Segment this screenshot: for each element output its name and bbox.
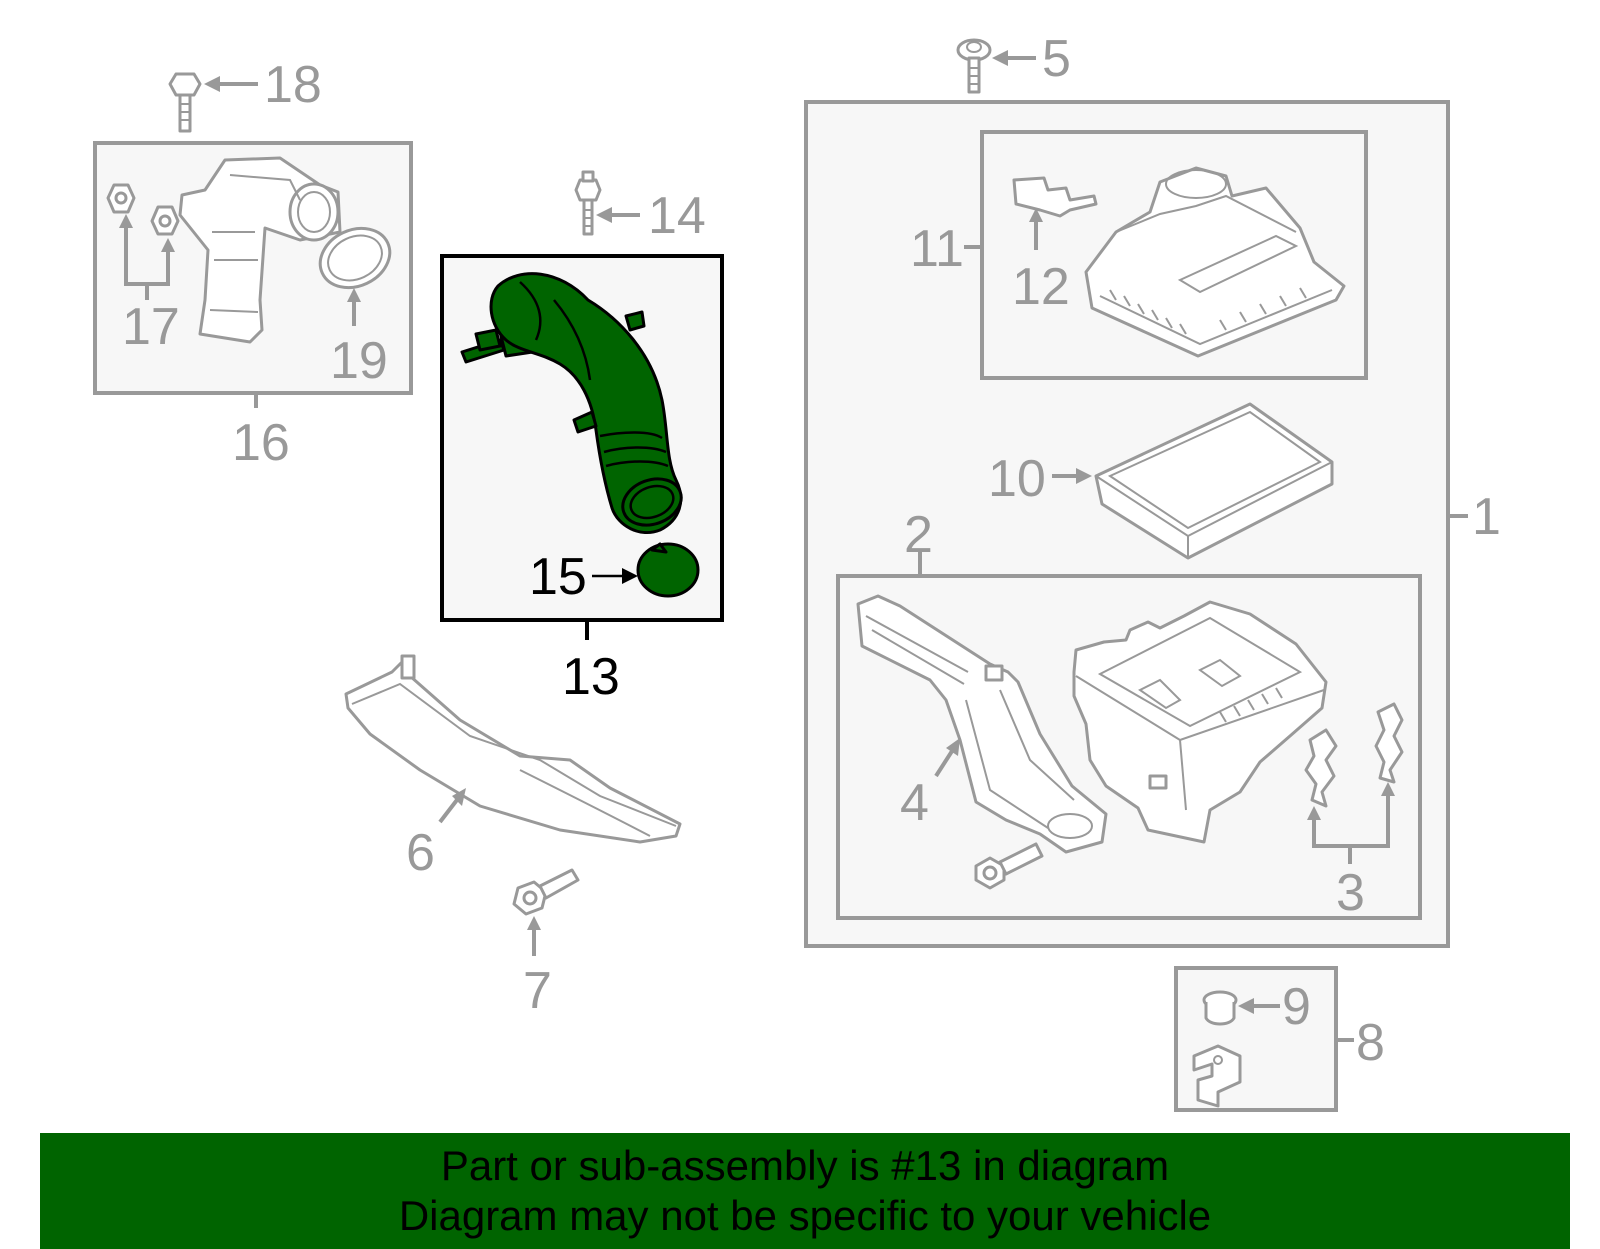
air-cleaner-cover — [1084, 166, 1346, 358]
callout-2: 2 — [904, 506, 933, 564]
group-1: 1 5 11 12 — [804, 30, 1501, 948]
callout-8: 8 — [1356, 1014, 1385, 1072]
banner-line-1: Part or sub-assembly is #13 in diagram — [440, 1142, 1170, 1189]
callout-1: 1 — [1472, 488, 1501, 546]
callout-7: 7 — [523, 962, 552, 1020]
bolt-14 — [574, 170, 602, 236]
callout-6: 6 — [406, 824, 435, 882]
air-filter-10 — [1094, 402, 1334, 560]
air-deflector-6 — [344, 654, 682, 844]
callout-10: 10 — [988, 450, 1046, 508]
callout-15: 15 — [529, 548, 587, 606]
bracket — [1192, 1044, 1242, 1108]
banner-line-2: Diagram may not be specific to your vehi… — [398, 1192, 1212, 1239]
callout-17: 17 — [122, 298, 180, 356]
group-8: 8 9 — [1174, 966, 1385, 1112]
gasket-19 — [318, 226, 392, 290]
intake-tube-4 — [856, 594, 1108, 854]
callout-9: 9 — [1282, 978, 1311, 1036]
group-16: 18 17 19 16 — [93, 56, 413, 472]
callout-18: 18 — [264, 56, 322, 114]
bolt-18 — [168, 72, 202, 133]
air-cleaner-housing — [1072, 600, 1328, 844]
group-13: 15 13 — [440, 254, 724, 706]
bolt-5 — [956, 38, 992, 94]
clip-3a — [1304, 728, 1338, 808]
callout-11: 11 — [910, 220, 964, 278]
callout-14: 14 — [648, 187, 706, 245]
callout-13: 13 — [562, 648, 620, 706]
housing-bolt — [974, 842, 1044, 890]
grommet-9 — [1202, 990, 1238, 1026]
clip-3b — [1374, 702, 1404, 784]
callout-4: 4 — [900, 774, 929, 832]
callout-3: 3 — [1336, 864, 1365, 922]
arrow-18-head — [204, 76, 220, 92]
info-banner: Part or sub-assembly is #13 in diagram D… — [40, 1133, 1570, 1249]
nut-17a — [106, 183, 136, 214]
throttle-body — [178, 156, 342, 344]
callout-19: 19 — [330, 332, 388, 390]
callout-16: 16 — [232, 414, 290, 472]
callout-5: 5 — [1042, 30, 1071, 88]
callout-12: 12 — [1012, 258, 1070, 316]
bolt-7 — [512, 868, 580, 916]
clamp-15 — [636, 542, 700, 598]
nut-17b — [150, 205, 180, 236]
air-inlet-duct — [489, 272, 683, 535]
